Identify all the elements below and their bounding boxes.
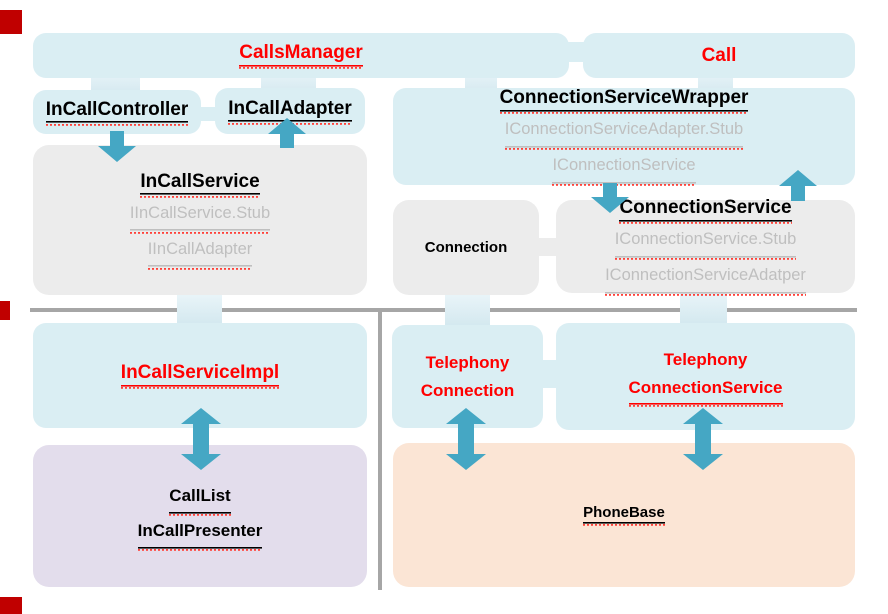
horizontal-divider — [30, 308, 857, 312]
connectionservicewrapper-title: ConnectionServiceWrapper — [499, 87, 749, 114]
connectionservice-title: ConnectionService — [619, 197, 792, 224]
box-call: Call — [583, 33, 855, 78]
arrow-double-incallserviceimpl-calllist — [181, 408, 221, 470]
connector-connectionservice-telephonyconnectionservice — [680, 291, 727, 325]
incallservice-line2: IInCallAdapter — [147, 233, 253, 270]
callsmanager-label: CallsManager — [239, 42, 363, 69]
box-calllist-incallpresenter: CallList InCallPresenter — [33, 445, 367, 587]
connector-connection-telephonyconnection — [445, 293, 490, 327]
box-connection: Connection — [393, 200, 539, 295]
red-edge-marker-bottom — [0, 597, 22, 614]
connectionservice-line1: IConnectionService.Stub — [614, 224, 797, 260]
calllist-line2: InCallPresenter — [137, 516, 263, 551]
bridge-incallcontroller-incalladapter — [198, 107, 218, 121]
bridge-telephonyconnection-telephonyconnectionservice — [540, 360, 558, 388]
box-phonebase: PhoneBase — [393, 443, 855, 587]
telephonyconnectionservice-line2: ConnectionService — [628, 374, 783, 407]
arrow-down-connectionservicewrapper-to-connectionservice — [591, 183, 629, 213]
connectionservicewrapper-line2: IConnectionService — [552, 150, 696, 186]
arrow-double-telephonyconnectionservice-phonebase — [683, 408, 723, 470]
box-telephonyconnection: Telephony Connection — [392, 325, 543, 428]
box-incallservice: InCallService IInCallService.Stub IInCal… — [33, 145, 367, 295]
box-connectionservice: ConnectionService IConnectionService.Stu… — [556, 197, 855, 296]
call-label: Call — [701, 44, 737, 66]
connection-label: Connection — [424, 239, 508, 256]
incallserviceimpl-label: InCallServiceImpl — [120, 362, 280, 389]
arrow-up-incallservice-to-incalladapter — [268, 118, 306, 148]
telephonyconnection-line2: Connection — [420, 380, 515, 400]
red-edge-marker-middle — [0, 301, 10, 320]
incallcontroller-label: InCallController — [45, 98, 189, 126]
phonebase-label: PhoneBase — [583, 504, 665, 526]
incallservice-title: InCallService — [140, 170, 260, 198]
bridge-callsmanager-call — [566, 42, 586, 62]
box-connectionservicewrapper: ConnectionServiceWrapper IConnectionServ… — [393, 87, 855, 186]
connector-incallservice-incallserviceimpl — [177, 293, 222, 325]
arrow-down-incallcontroller-to-incallservice — [98, 131, 136, 162]
incalladapter-label: InCallAdapter — [228, 97, 352, 125]
connectionservice-line2: IConnectionServiceAdatper — [605, 260, 806, 296]
box-incallcontroller: InCallController — [33, 90, 201, 134]
vertical-divider — [378, 308, 382, 590]
connectionservicewrapper-line1: IConnectionServiceAdapter.Stub — [504, 114, 744, 150]
arrow-double-telephonyconnection-phonebase — [446, 408, 486, 470]
box-callsmanager: CallsManager — [33, 33, 569, 78]
bridge-connection-connectionservice — [538, 238, 556, 256]
arrow-up-connectionservice-to-connectionservicewrapper — [779, 170, 817, 201]
incallservice-line1: IInCallService.Stub — [129, 197, 271, 234]
red-edge-marker-top — [0, 10, 22, 34]
telephonyconnection-line1: Telephony — [425, 352, 510, 372]
telephonyconnectionservice-line1: Telephony — [663, 350, 748, 369]
calllist-line1: CallList — [169, 481, 231, 516]
